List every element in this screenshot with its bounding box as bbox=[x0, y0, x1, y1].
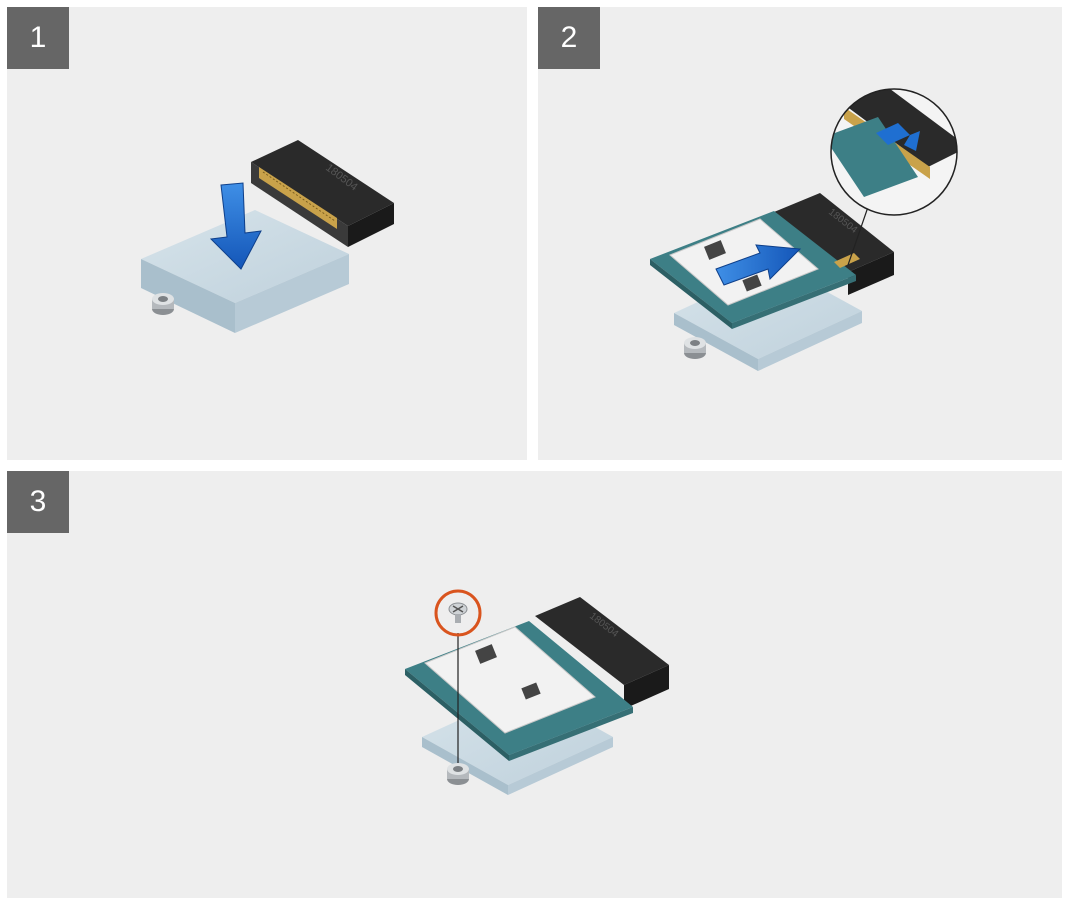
callout-circle-icon bbox=[824, 77, 968, 215]
step-2-illustration: 180504 bbox=[538, 7, 1062, 460]
standoff-icon bbox=[447, 763, 469, 785]
step-1-panel: 1 bbox=[7, 7, 527, 460]
step-3-panel: 3 180504 bbox=[7, 471, 1062, 898]
step-3-illustration: 180504 bbox=[7, 471, 1062, 898]
standoff-icon bbox=[152, 293, 174, 315]
screw-icon bbox=[436, 591, 480, 635]
step-2-panel: 2 18050 bbox=[538, 7, 1062, 460]
standoff-icon bbox=[684, 337, 706, 359]
step-1-illustration: 180504 bbox=[7, 7, 527, 460]
